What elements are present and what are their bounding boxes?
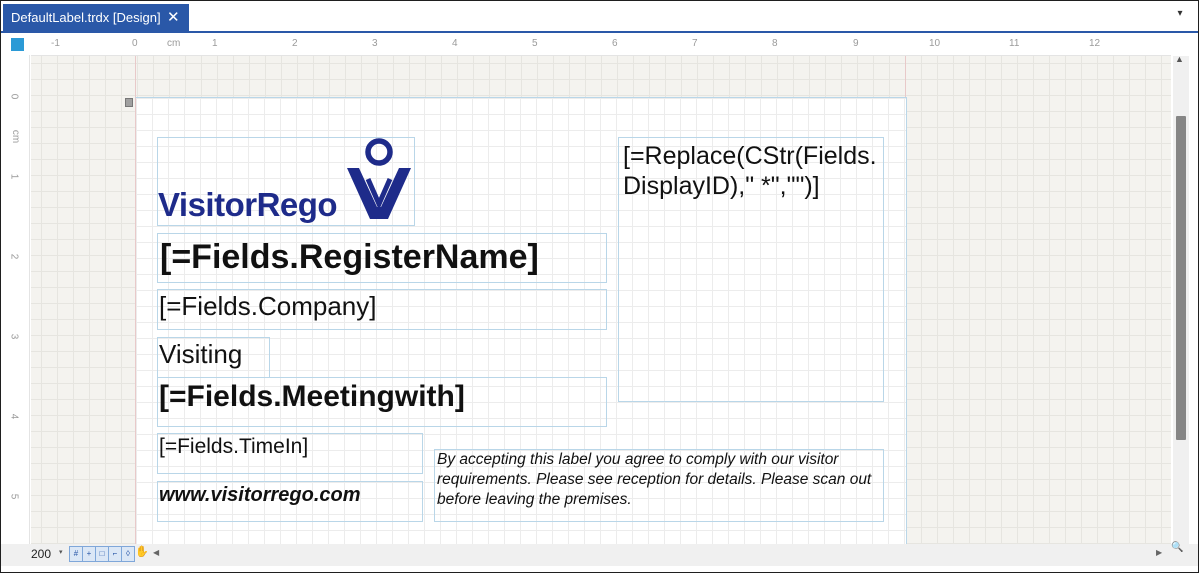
ruler-label: 4: [8, 413, 20, 420]
ruler-label: 0: [132, 38, 138, 49]
logo-text: VisitorRego: [158, 186, 338, 223]
tab-strip: DefaultLabel.trdx [Design] ✕ ▾: [1, 1, 1198, 33]
magnifier-icon[interactable]: 🔍: [1171, 542, 1184, 553]
designer-bottom-bar: 200 ▾ # + □ ⌐ ◊ ✋ ◀ ▶ 🔍: [1, 542, 1198, 566]
zoom-dropdown-icon[interactable]: ▾: [59, 549, 63, 556]
vertical-ruler: 0 cm 1 2 3 4 5: [7, 55, 30, 545]
ruler-label: 5: [532, 38, 538, 49]
ruler-label: 6: [612, 38, 618, 49]
zoom-level[interactable]: 200: [31, 547, 52, 561]
vertical-scrollbar[interactable]: ▲: [1173, 54, 1189, 544]
dimension-lines-icon[interactable]: ⌐: [108, 546, 122, 562]
horizontal-ruler: -1 0 cm 1 2 3 4 5 6 7 8 9 10 11 12: [31, 35, 1171, 56]
ruler-label: 0: [8, 93, 20, 100]
scroll-right-icon[interactable]: ▶: [1156, 548, 1163, 557]
display-id-textbox[interactable]: [=Replace(CStr(Fields.DisplayID)," *",""…: [618, 137, 884, 402]
ruler-corner-button[interactable]: [11, 38, 24, 51]
ruler-label: 5: [8, 493, 20, 500]
ruler-label: 10: [929, 38, 941, 49]
ruler-label: 11: [1009, 38, 1020, 49]
ruler-label: 12: [1089, 38, 1101, 49]
ruler-unit: cm: [10, 129, 22, 144]
visiting-label[interactable]: Visiting: [157, 337, 270, 378]
design-canvas[interactable]: VisitorRego [=Fields.RegisterName] [=Fie…: [31, 56, 1171, 544]
ruler-label: 1: [212, 38, 218, 49]
logo-picturebox[interactable]: VisitorRego: [157, 137, 415, 226]
tab-label: DefaultLabel.trdx [Design]: [11, 10, 161, 25]
ruler-label: 4: [452, 38, 458, 49]
ruler-label: 3: [8, 333, 20, 340]
ruler-label: 9: [853, 38, 859, 49]
company-textbox[interactable]: [=Fields.Company]: [157, 289, 607, 330]
snap-to-grid-icon[interactable]: +: [82, 546, 96, 562]
scroll-up-icon[interactable]: ▲: [1175, 54, 1184, 64]
time-in-textbox[interactable]: [=Fields.TimeIn]: [157, 433, 423, 474]
ruler-label: 3: [372, 38, 378, 49]
visitorrego-logo-icon: [347, 138, 411, 219]
meeting-with-textbox[interactable]: [=Fields.Meetingwith]: [157, 377, 607, 427]
hand-tool-icon[interactable]: ✋: [135, 546, 149, 558]
ruler-label: 2: [8, 253, 20, 260]
report-page[interactable]: VisitorRego [=Fields.RegisterName] [=Fie…: [135, 97, 907, 544]
url-textbox[interactable]: www.visitorrego.com: [157, 481, 423, 522]
tab-default-label[interactable]: DefaultLabel.trdx [Design] ✕: [3, 4, 189, 31]
page-resize-handle[interactable]: [125, 98, 133, 107]
register-name-textbox[interactable]: [=Fields.RegisterName]: [157, 233, 607, 283]
tab-list-dropdown-icon[interactable]: ▾: [1177, 8, 1183, 19]
ruler-label: 2: [292, 38, 298, 49]
ruler-unit: cm: [167, 38, 181, 49]
show-grid-icon[interactable]: #: [69, 546, 83, 562]
scroll-left-icon[interactable]: ◀: [153, 548, 160, 557]
ruler-label: 7: [692, 38, 698, 49]
ruler-label: -1: [51, 38, 60, 49]
ruler-label: 1: [8, 173, 20, 180]
snap-to-lines-icon[interactable]: □: [95, 546, 109, 562]
vertical-scrollbar-thumb[interactable]: [1176, 116, 1186, 440]
ruler-label: 8: [772, 38, 778, 49]
close-icon[interactable]: ✕: [167, 9, 180, 26]
watermark-icon[interactable]: ◊: [121, 546, 135, 562]
disclaimer-textbox[interactable]: By accepting this label you agree to com…: [434, 449, 884, 522]
